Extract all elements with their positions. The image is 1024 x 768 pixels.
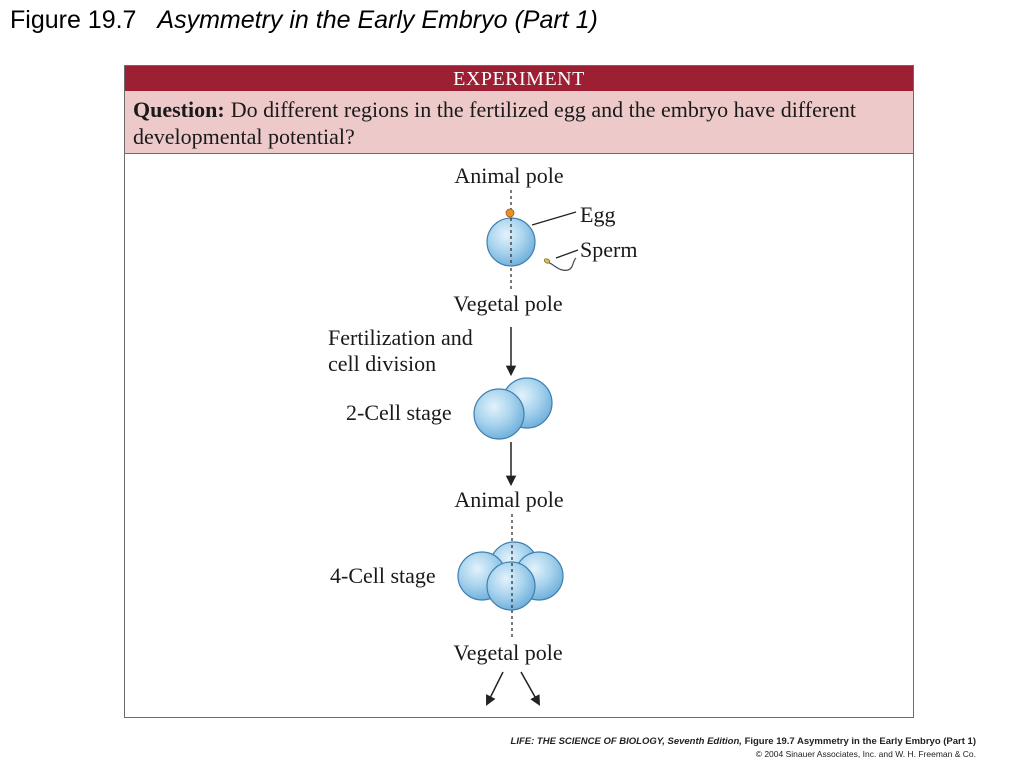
egg-label: Egg: [580, 202, 615, 227]
credit-copyright: © 2004 Sinauer Associates, Inc. and W. H…: [755, 749, 976, 759]
experiment-header: EXPERIMENT: [125, 66, 913, 91]
figure-title: Asymmetry in the Early Embryo (Part 1): [157, 6, 598, 34]
credit-figure-ref: Figure 19.7 Asymmetry in the Early Embry…: [744, 736, 976, 747]
credit-book: LIFE: THE SCIENCE OF BIOLOGY, Seventh Ed…: [510, 736, 742, 747]
sperm-icon: [543, 257, 577, 271]
vegetal-pole-label-top: Vegetal pole: [453, 291, 562, 316]
question-text: Do different regions in the fertilized e…: [133, 97, 857, 149]
figure-number: Figure 19.7: [10, 6, 137, 34]
fertilization-label-line2: cell division: [328, 351, 436, 376]
animal-pole-label-bottom: Animal pole: [454, 487, 563, 512]
cell-front: [486, 561, 536, 611]
animal-pole-label-top: Animal pole: [454, 163, 563, 188]
question-label: Question:: [133, 97, 225, 122]
two-cell-embryo: [473, 377, 553, 440]
two-cell-stage-label: 2-Cell stage: [346, 400, 452, 425]
slide-title: Figure 19.7 Asymmetry in the Early Embry…: [10, 6, 598, 35]
fertilization-label-line1: Fertilization and: [328, 325, 473, 350]
vegetal-pole-label-bottom: Vegetal pole: [453, 640, 562, 665]
figure-credit: LIFE: THE SCIENCE OF BIOLOGY, Seventh Ed…: [511, 735, 976, 760]
left-diverging-arrow: [486, 671, 504, 706]
credit-line-1: LIFE: THE SCIENCE OF BIOLOGY, Seventh Ed…: [511, 735, 976, 748]
four-cell-stage-label: 4-Cell stage: [330, 563, 436, 588]
right-diverging-arrow: [520, 671, 541, 706]
four-cell-embryo: [457, 541, 564, 612]
polar-body-icon: [505, 208, 515, 218]
cell-left: [473, 388, 525, 440]
question-box: Question:Do different regions in the fer…: [125, 91, 913, 154]
sperm-label: Sperm: [580, 237, 637, 262]
sperm-leader-line: [555, 249, 579, 259]
egg-leader-line: [531, 211, 577, 226]
